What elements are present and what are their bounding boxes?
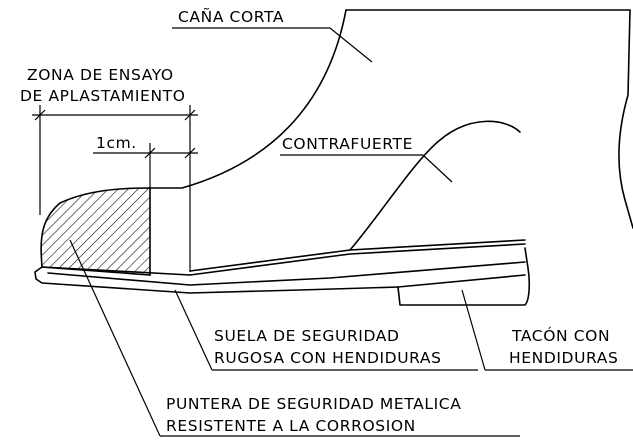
test-zone-dimension [32,105,198,272]
label-contrafuerte: CONTRAFUERTE [282,135,413,153]
leader-lines [69,27,633,437]
sole [34,247,531,306]
upper-welt-line-2 [189,243,526,276]
counter-curve [349,120,521,251]
boot-upper [149,9,633,229]
label-suela-line2: RUGOSA CON HENDIDURAS [214,349,442,367]
label-puntera-line1: PUNTERA DE SEGURIDAD METALICA [166,395,461,413]
upper-welt-line [189,239,526,272]
one-cm-dimension [93,143,198,188]
label-suela-line1: SUELA DE SEGURIDAD [214,327,400,345]
label-puntera-line2: RESISTENTE A LA CORROSION [166,417,416,435]
label-zona-line2: DE APLASTAMIENTO [20,87,186,105]
label-cana-corta: CAÑA CORTA [178,7,284,26]
toe-cap [40,187,151,276]
label-tacon-line1: TACÓN CON [511,326,610,345]
label-tacon-line2: HENDIDURAS [509,349,618,367]
label-zona-line1: ZONA DE ENSAYO [27,66,174,84]
label-one-cm: 1cm. [96,134,137,152]
